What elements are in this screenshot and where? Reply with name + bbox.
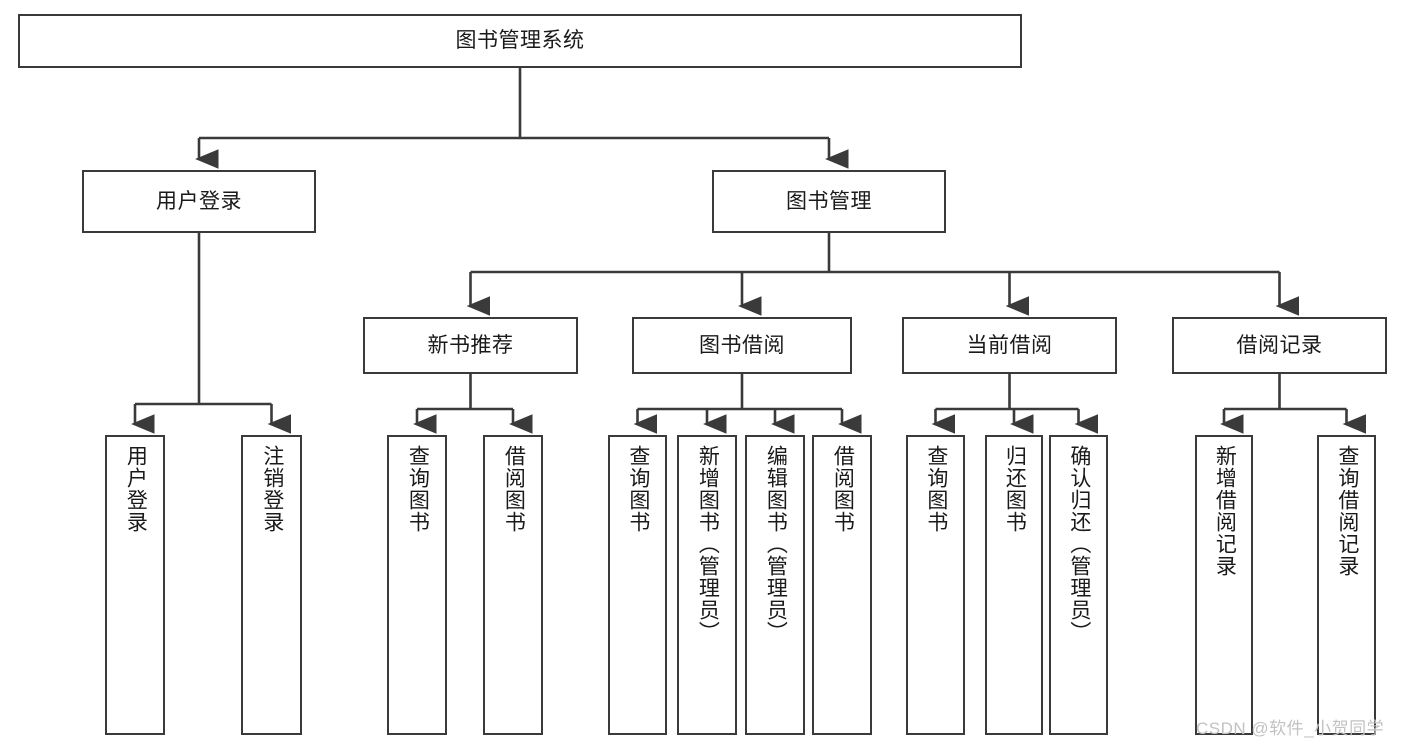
node-level2-0[interactable]: 新书推荐 [363, 317, 578, 374]
node-root[interactable]: 图书管理系统 [18, 14, 1022, 68]
node-level1-0[interactable]: 用户登录 [82, 170, 316, 233]
node-label: 注销登录 [260, 445, 284, 533]
node-leaf-10[interactable]: 确认归还（管理员） [1049, 435, 1108, 735]
node-leaf-4[interactable]: 查询图书 [608, 435, 667, 735]
node-label: 编辑图书（管理员） [764, 445, 788, 643]
watermark: CSDN @软件_小贺同学 [1196, 719, 1385, 738]
node-leaf-1[interactable]: 注销登录 [241, 435, 302, 735]
node-level1-1[interactable]: 图书管理 [712, 170, 946, 233]
node-label: 归还图书 [1003, 445, 1027, 533]
node-leaf-7[interactable]: 借阅图书 [812, 435, 872, 735]
node-leaf-5[interactable]: 新增图书（管理员） [677, 435, 737, 735]
node-label: 确认归还（管理员） [1067, 445, 1091, 643]
node-label: 当前借阅 [966, 333, 1053, 357]
node-label: 新书推荐 [427, 333, 514, 357]
node-label: 借阅图书 [831, 445, 855, 533]
node-label: 新增借阅记录 [1213, 445, 1237, 577]
node-label: 查询借阅记录 [1335, 445, 1359, 577]
node-label: 借阅记录 [1236, 333, 1323, 357]
node-leaf-8[interactable]: 查询图书 [906, 435, 965, 735]
node-level2-3[interactable]: 借阅记录 [1172, 317, 1387, 374]
node-label: 用户登录 [124, 445, 148, 533]
node-level2-2[interactable]: 当前借阅 [902, 317, 1117, 374]
node-label: 新增图书（管理员） [696, 445, 720, 643]
node-leaf-12[interactable]: 查询借阅记录 [1317, 435, 1376, 735]
node-label: 借阅图书 [502, 445, 526, 533]
node-leaf-6[interactable]: 编辑图书（管理员） [745, 435, 805, 735]
node-label: 查询图书 [924, 445, 948, 533]
node-leaf-2[interactable]: 查询图书 [387, 435, 447, 735]
node-leaf-11[interactable]: 新增借阅记录 [1195, 435, 1253, 735]
node-label: 用户登录 [156, 189, 242, 213]
node-leaf-0[interactable]: 用户登录 [105, 435, 165, 735]
node-label: 图书借阅 [699, 333, 785, 357]
node-leaf-3[interactable]: 借阅图书 [483, 435, 543, 735]
node-label: 查询图书 [406, 445, 430, 533]
node-level2-1[interactable]: 图书借阅 [632, 317, 852, 374]
node-label: 查询图书 [626, 445, 650, 533]
node-label: 图书管理 [786, 189, 872, 213]
node-leaf-9[interactable]: 归还图书 [985, 435, 1043, 735]
node-label: 图书管理系统 [455, 29, 585, 53]
